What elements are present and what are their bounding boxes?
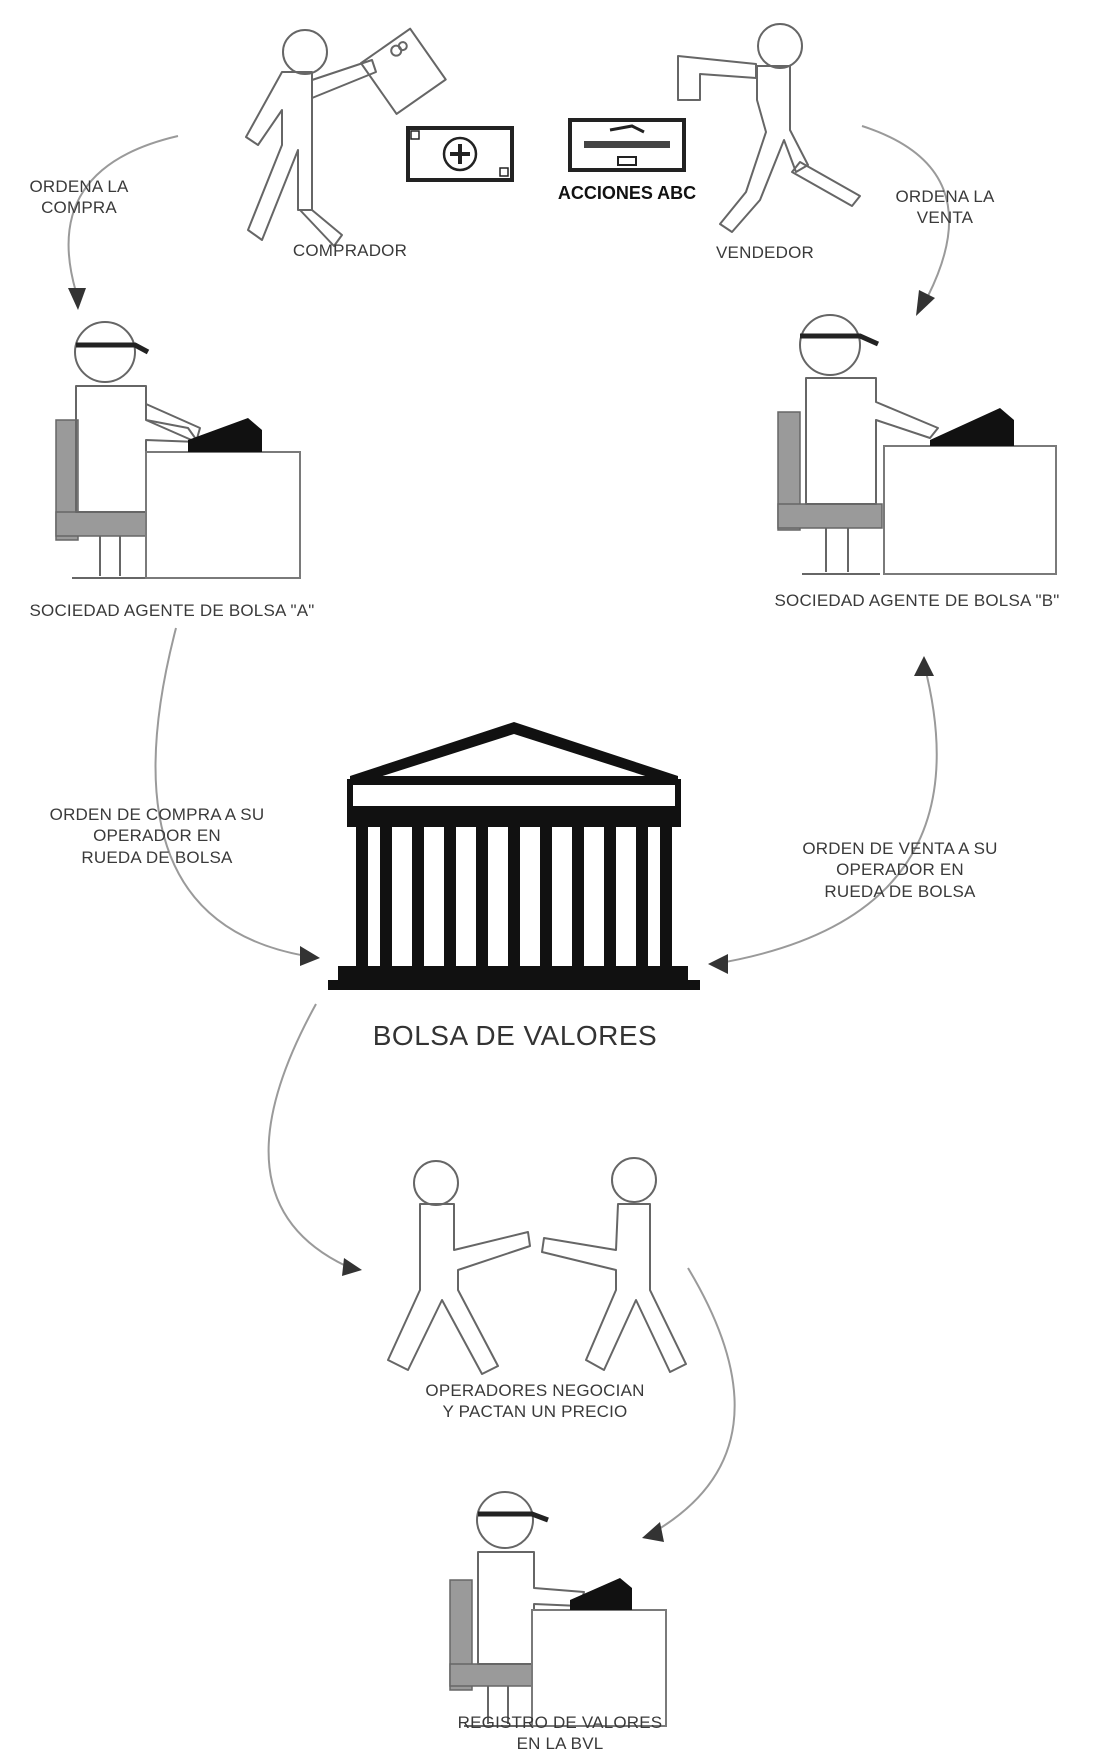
label-orden-compra: ORDEN DE COMPRA A SU OPERADOR EN RUEDA D… [22, 804, 292, 868]
arrow-broker-a-to-exchange [156, 628, 320, 966]
label-sab-a: SOCIEDAD AGENTE DE BOLSA "A" [2, 600, 342, 621]
label-orden-venta: ORDEN DE VENTA A SU OPERADOR EN RUEDA DE… [770, 838, 1030, 902]
broker-b-desk [778, 315, 1056, 574]
stock-exchange-building [328, 722, 700, 990]
traders-handshake [388, 1158, 686, 1374]
share-certificate-icon [570, 120, 684, 170]
broker-a-desk [56, 322, 300, 578]
label-acciones: ACCIONES ABC [532, 182, 722, 205]
buyer-figure [246, 30, 376, 246]
label-registro: REGISTRO DE VALORES EN LA BVL [420, 1712, 700, 1755]
building-columns [356, 824, 672, 980]
arrow-buyer-to-broker-a [68, 136, 178, 310]
label-ordena-compra: ORDENA LA COMPRA [14, 176, 144, 219]
label-sab-b: SOCIEDAD AGENTE DE BOLSA "B" [742, 590, 1092, 611]
label-vendedor: VENDEDOR [680, 242, 850, 263]
label-ordena-venta: ORDENA LA VENTA [872, 186, 1018, 229]
registry-desk [450, 1492, 666, 1726]
money-bill-icon [408, 128, 512, 180]
label-operadores: OPERADORES NEGOCIAN Y PACTAN UN PRECIO [390, 1380, 680, 1423]
label-bolsa-valores: BOLSA DE VALORES [330, 1018, 700, 1053]
share-paper-icon [361, 29, 446, 114]
label-comprador: COMPRADOR [250, 240, 450, 261]
arrow-exchange-to-broker-b [708, 656, 937, 974]
